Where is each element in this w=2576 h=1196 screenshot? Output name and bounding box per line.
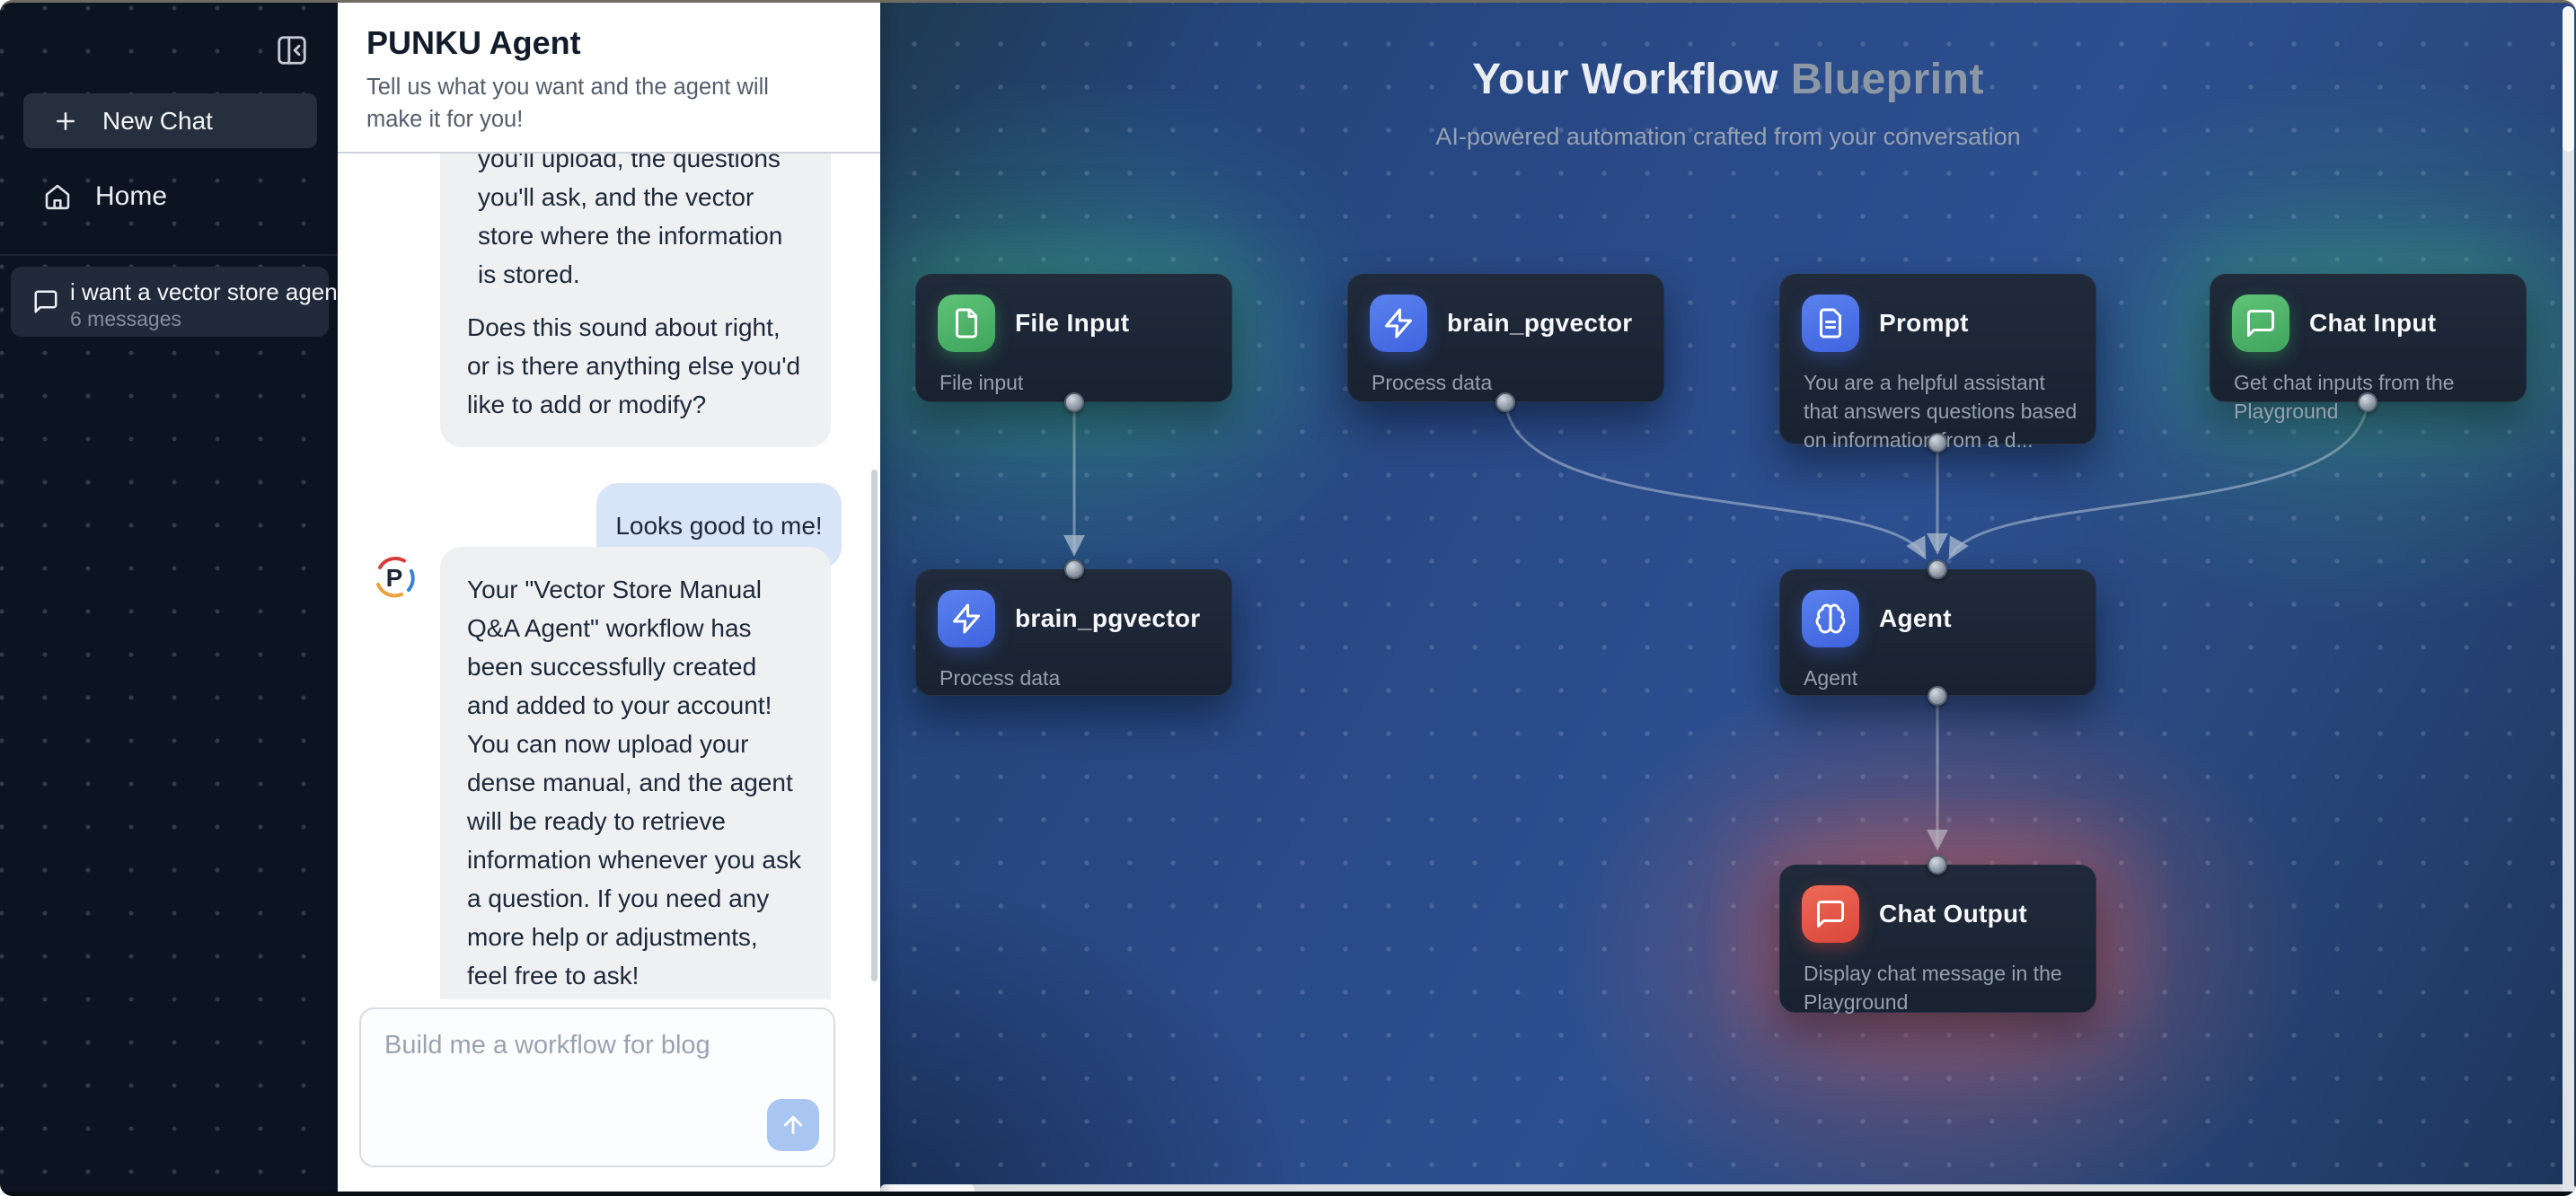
home-label: Home [95, 181, 168, 211]
panel-collapse-icon [278, 36, 306, 65]
window-vertical-scrollbar [2563, 6, 2574, 1195]
arrow-up-icon [783, 1115, 803, 1135]
assistant-message-text: you'll upload, the questions you'll ask,… [478, 154, 783, 288]
assistant-message-text: Does this sound about right, or is there… [467, 313, 801, 418]
node-title: brain_pgvector [1447, 309, 1633, 337]
assistant-message: you'll upload, the questions you'll ask,… [440, 154, 831, 447]
chat-item-title: i want a vector store agent [70, 278, 344, 305]
node-chat-input[interactable]: Chat Input Get chat inputs from the Play… [2210, 274, 2527, 423]
node-brain-pgvector-2[interactable]: brain_pgvector Process data [915, 569, 1232, 696]
sidebar-chat-history-item[interactable]: i want a vector store agent 6 messages [11, 267, 344, 337]
assistant-avatar: P [372, 555, 417, 600]
node-description: Get chat inputs from the Playground [2234, 371, 2455, 423]
chat-subtitle: Tell us what you want and the agent will… [366, 75, 769, 132]
chat-header: PUNKU Agent Tell us what you want and th… [338, 3, 880, 154]
connection-handle[interactable] [1928, 559, 1947, 579]
sidebar: New Chat Home i want a vector store agen… [0, 3, 344, 1196]
punku-logo-icon: P [375, 557, 415, 598]
chat-title: PUNKU Agent [366, 24, 581, 61]
node-title: Chat Input [2309, 309, 2437, 337]
new-chat-label: New Chat [102, 106, 213, 135]
node-title: File Input [1015, 309, 1130, 337]
assistant-message-text: Your "Vector Store Manual Q&A Agent" wor… [467, 576, 801, 989]
chat-bubble-icon [34, 290, 57, 313]
connection-handle[interactable] [1928, 855, 1947, 875]
node-description: Process data [1372, 371, 1493, 394]
collapse-sidebar-button[interactable] [275, 33, 309, 67]
plus-icon [57, 111, 75, 130]
node-description: File input [940, 371, 1024, 394]
chat-messages: you'll upload, the questions you'll ask,… [338, 154, 880, 999]
node-agent[interactable]: Agent Agent [1779, 569, 2096, 696]
brain-icon [1815, 603, 1846, 634]
connection-handle[interactable] [1064, 392, 1084, 412]
chat-input[interactable] [361, 1009, 834, 1165]
home-icon [45, 184, 70, 210]
sidebar-item-home[interactable]: Home [23, 173, 317, 220]
file-text-icon [1820, 308, 1841, 339]
node-title: Agent [1879, 604, 1952, 632]
canvas-title-accent: Blueprint [1790, 56, 1984, 103]
message-icon [1817, 901, 1844, 928]
message-icon [2247, 310, 2274, 337]
node-title: Chat Output [1879, 900, 2028, 928]
connection-handle[interactable] [1928, 433, 1947, 453]
window-vertical-scrollbar-thumb[interactable] [2563, 6, 2574, 152]
new-chat-button[interactable]: New Chat [23, 93, 317, 148]
canvas-title: Your Workflow Blueprint [880, 55, 2576, 104]
node-title: brain_pgvector [1015, 604, 1201, 632]
node-prompt[interactable]: Prompt You are a helpful assistant that … [1779, 274, 2096, 452]
window-bottom-edge [0, 1192, 2576, 1196]
canvas-title-primary: Your Workflow [1472, 56, 1778, 103]
file-icon [956, 308, 977, 339]
svg-text:P: P [386, 564, 403, 592]
assistant-message: Your "Vector Store Manual Q&A Agent" wor… [440, 547, 831, 999]
connection-handle[interactable] [2358, 392, 2378, 412]
zap-icon [953, 603, 980, 634]
sidebar-divider [0, 254, 338, 256]
node-description: Display chat message in the Playground [1804, 962, 2062, 1014]
send-button[interactable] [767, 1099, 819, 1151]
node-description: Agent [1804, 666, 1858, 690]
canvas-subtitle: AI-powered automation crafted from your … [1435, 123, 2021, 150]
chat-input-container [359, 1007, 835, 1167]
chat-scrollbar-thumb[interactable] [871, 470, 878, 981]
user-message-text: Looks good to me! [615, 512, 823, 540]
connection-handle[interactable] [1495, 392, 1515, 412]
node-description: You are a helpful assistant that answers… [1804, 371, 2078, 452]
workflow-canvas[interactable]: Your Workflow Blueprint AI-powered automa… [880, 3, 2576, 1196]
node-file-input[interactable]: File Input File input [915, 274, 1232, 402]
chat-panel: PUNKU Agent Tell us what you want and th… [338, 3, 880, 1196]
node-title: Prompt [1879, 309, 1969, 337]
connection-handle[interactable] [1928, 686, 1947, 706]
connection-handle[interactable] [1064, 559, 1084, 579]
node-description: Process data [940, 666, 1061, 690]
chat-item-message-count: 6 messages [70, 307, 182, 330]
zap-icon [1385, 308, 1412, 339]
node-chat-output[interactable]: Chat Output Display chat message in the … [1779, 865, 2096, 1014]
node-brain-pgvector-1[interactable]: brain_pgvector Process data [1347, 274, 1664, 402]
